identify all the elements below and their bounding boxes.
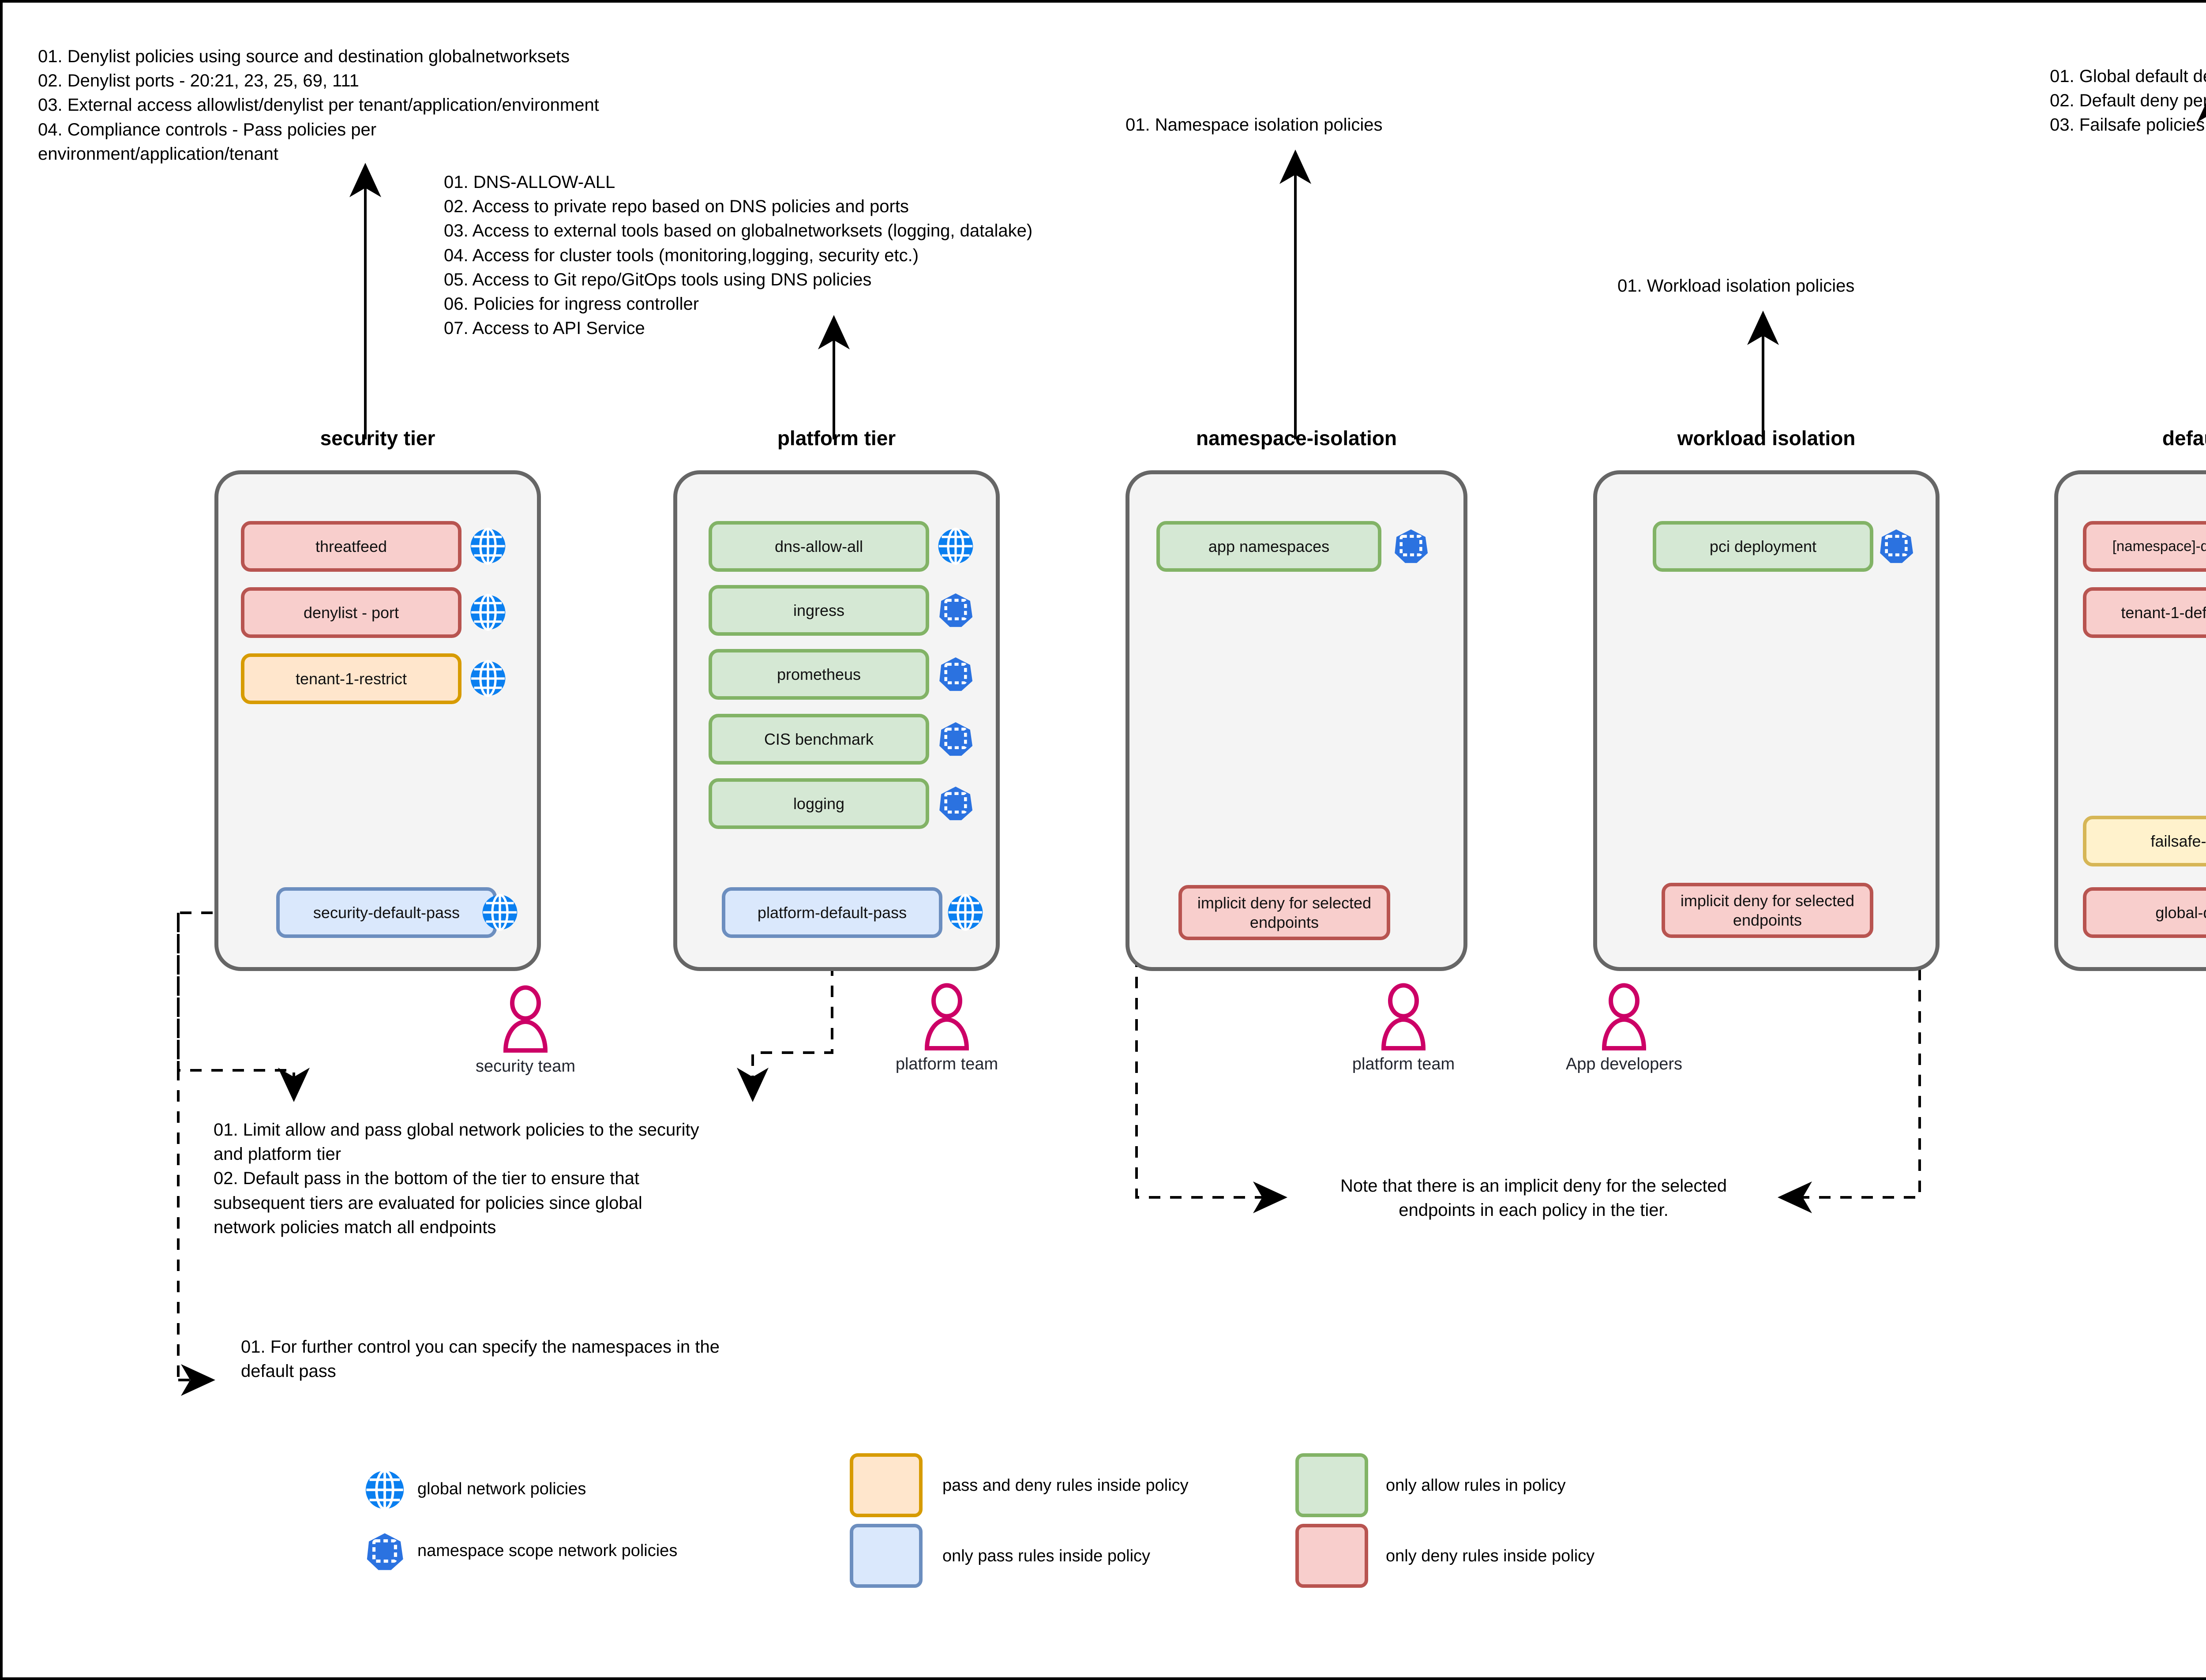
actor-label-platform-team-2: platform team [1352, 1055, 1455, 1073]
user-icon [923, 983, 971, 1053]
user-icon [1379, 983, 1428, 1053]
tier-title-default: default tier [2162, 427, 2206, 450]
namespace-network-policy-icon [937, 656, 974, 693]
tier-title-platform: platform tier [777, 427, 896, 450]
implicit-deny-note: Note that there is an implicit deny for … [1340, 1176, 1727, 1220]
actor-label-app-developers: App developers [1565, 1055, 1683, 1073]
tier-security: security tier [214, 426, 541, 450]
global-network-policy-icon [469, 660, 506, 697]
policy-prometheus[interactable]: prometheus [709, 649, 929, 700]
platform-tier-note: 01. DNS-ALLOW-ALL 02. Access to private … [444, 172, 1033, 338]
policy-tenant-1-restrict[interactable]: tenant-1-restrict [241, 653, 461, 704]
actor-label-platform-team: platform team [895, 1055, 998, 1073]
namespace-network-policy-icon [1392, 528, 1429, 565]
policy-security-default-pass[interactable]: security-default-pass [276, 887, 497, 938]
policy-ingress[interactable]: ingress [709, 585, 929, 636]
global-network-policy-icon [469, 594, 506, 631]
legend-label-only-deny-rules: only deny rules inside policy [1386, 1547, 1595, 1565]
user-icon [1600, 983, 1648, 1053]
tier-workload-isolation: workload isolation [1593, 426, 1940, 450]
policy-app-namespaces[interactable]: app namespaces [1156, 521, 1381, 572]
workload-isolation-note: 01. Workload isolation policies [1617, 276, 1855, 296]
legend-swatch-pass-and-deny [850, 1453, 923, 1517]
user-icon [501, 985, 550, 1055]
tier-namespace-isolation: namespace-isolation [1126, 426, 1467, 450]
namespace-network-policy-icon [937, 785, 974, 822]
security-tier-note: 01. Denylist policies using source and d… [38, 47, 599, 164]
policy-failsafe-allow[interactable]: failsafe-allow [2083, 816, 2206, 866]
global-network-policy-icon [469, 528, 506, 565]
namespace-network-policy-icon [364, 1531, 405, 1572]
legend-label-only-pass-rules: only pass rules inside policy [942, 1547, 1151, 1565]
global-network-policy-icon [937, 528, 974, 565]
policy-platform-default-pass[interactable]: platform-default-pass [722, 887, 942, 938]
policy-implicit-deny-workload[interactable]: implicit deny for selected endpoints [1662, 883, 1873, 938]
policy-implicit-deny-namespace[interactable]: implicit deny for selected endpoints [1178, 885, 1390, 940]
tier-default: default tier [2054, 426, 2206, 450]
legend-label-only-allow-rules: only allow rules in policy [1386, 1476, 1566, 1495]
actor-label-security-team: security team [476, 1057, 575, 1076]
tier-title-namespace-isolation: namespace-isolation [1196, 427, 1397, 450]
global-network-policy-icon [481, 894, 518, 931]
policy-logging[interactable]: logging [709, 778, 929, 829]
policy-tenant-1-default-deny[interactable]: tenant-1-default-deny [2083, 587, 2206, 638]
legend-label-global-network-policies: global network policies [417, 1480, 586, 1498]
legend-swatch-only-pass [850, 1524, 923, 1588]
policy-threatfeed[interactable]: threatfeed [241, 521, 461, 572]
global-network-policy-icon [947, 894, 984, 931]
global-network-policy-icon [364, 1470, 405, 1510]
namespace-isolation-note: 01. Namespace isolation policies [1126, 115, 1383, 135]
namespace-network-policy-icon [1878, 528, 1915, 565]
legend-swatch-only-deny [1295, 1524, 1368, 1588]
policy-denylist-port[interactable]: denylist - port [241, 587, 461, 638]
default-tier-note: 01. Global default deny 02. Default deny… [2050, 67, 2206, 135]
tier-platform: platform tier [673, 426, 1000, 450]
further-control-note: 01. For further control you can specify … [241, 1337, 720, 1381]
global-policies-note: 01. Limit allow and pass global network … [214, 1120, 699, 1237]
namespace-network-policy-icon [937, 720, 974, 758]
policy-pci-deployment[interactable]: pci deployment [1653, 521, 1873, 572]
namespace-network-policy-icon [937, 592, 974, 629]
tier-title-security: security tier [320, 427, 435, 450]
legend-label-pass-and-deny-rules: pass and deny rules inside policy [942, 1476, 1189, 1495]
legend-label-namespace-scope-network-policies: namespace scope network policies [417, 1541, 678, 1560]
policy-global-deny[interactable]: global-deny [2083, 887, 2206, 938]
tier-title-workload-isolation: workload isolation [1677, 427, 1856, 450]
policy-namespace-default-deny[interactable]: [namespace]-default-deny [2083, 521, 2206, 572]
policy-cis-benchmark[interactable]: CIS benchmark [709, 714, 929, 765]
policy-dns-allow-all[interactable]: dns-allow-all [709, 521, 929, 572]
legend-swatch-only-allow [1295, 1453, 1368, 1517]
